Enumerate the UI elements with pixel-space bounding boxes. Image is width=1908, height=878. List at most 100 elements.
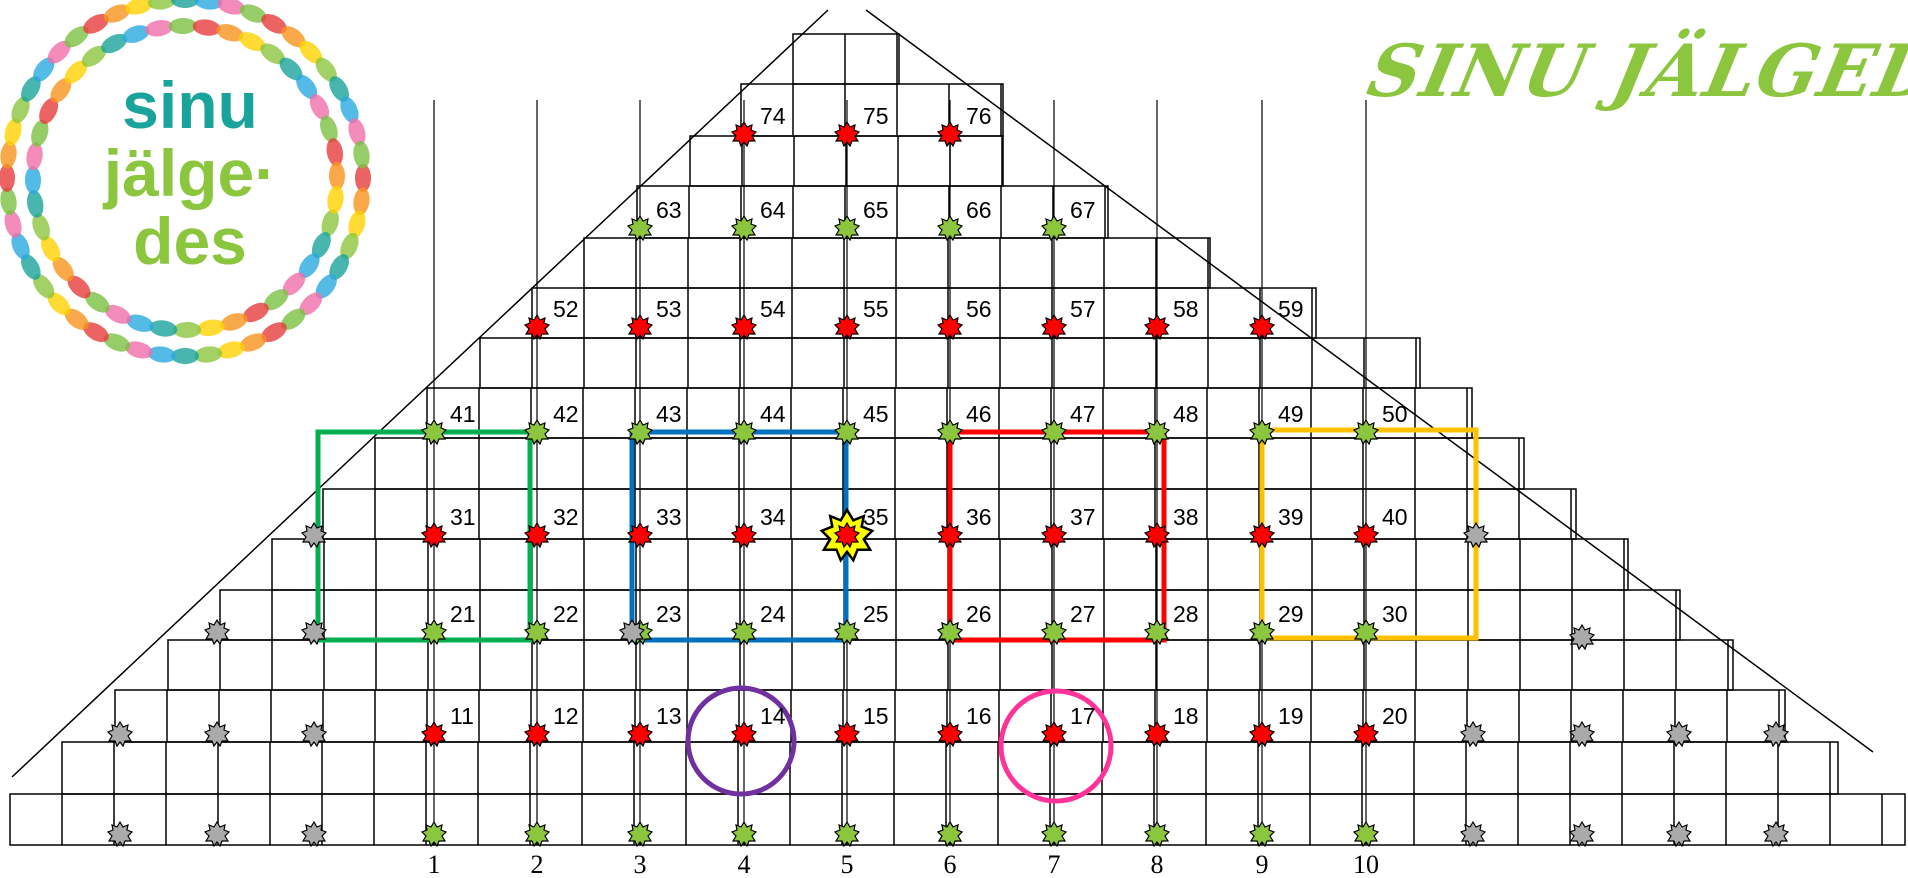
column-label-1: 1 [428, 850, 441, 878]
marker-label-66: 66 [966, 197, 992, 223]
marker-label-29: 29 [1278, 601, 1304, 627]
grey-marker-18 [1570, 625, 1594, 649]
base-marker-2 [628, 822, 652, 846]
marker-label-49: 49 [1278, 401, 1304, 427]
marker-45 [835, 420, 859, 444]
column-label-3: 3 [634, 850, 647, 878]
marker-label-13: 13 [656, 703, 682, 729]
marker-label-16: 16 [966, 703, 992, 729]
marker-label-21: 21 [450, 601, 476, 627]
marker-label-30: 30 [1382, 601, 1408, 627]
marker-34 [732, 523, 756, 547]
marker-label-18: 18 [1173, 703, 1199, 729]
marker-label-47: 47 [1070, 401, 1096, 427]
base-marker-9 [1354, 822, 1378, 846]
marker-label-55: 55 [863, 296, 889, 322]
base-marker-3 [732, 822, 756, 846]
marker-label-28: 28 [1173, 601, 1199, 627]
column-lines [434, 100, 1366, 845]
marker-label-23: 23 [656, 601, 682, 627]
marker-label-46: 46 [966, 401, 992, 427]
marker-75 [835, 122, 859, 146]
marker-label-76: 76 [966, 103, 992, 129]
marker-label-39: 39 [1278, 504, 1304, 530]
marker-50 [1354, 420, 1378, 444]
marker-57 [1042, 315, 1066, 339]
marker-label-44: 44 [760, 401, 786, 427]
column-label-2: 2 [531, 850, 544, 878]
marker-label-33: 33 [656, 504, 682, 530]
marker-53 [628, 315, 652, 339]
marker-label-59: 59 [1278, 296, 1304, 322]
column-label-7: 7 [1048, 850, 1061, 878]
base-marker-4 [835, 822, 859, 846]
marker-label-42: 42 [553, 401, 579, 427]
marker-label-24: 24 [760, 601, 786, 627]
grey-marker-13 [1570, 822, 1594, 846]
grey-marker-17 [1764, 822, 1788, 846]
marker-label-19: 19 [1278, 703, 1304, 729]
marker-label-25: 25 [863, 601, 889, 627]
marker-74 [732, 122, 756, 146]
column-label-8: 8 [1151, 850, 1164, 878]
marker-label-11: 11 [450, 703, 474, 729]
column-labels: 1 2 3 4 5 6 7 8 9 10 [428, 850, 1380, 878]
marker-31 [422, 523, 446, 547]
marker-41 [422, 420, 446, 444]
marker-label-14: 14 [760, 703, 786, 729]
marker-label-63: 63 [656, 197, 682, 223]
marker-label-64: 64 [760, 197, 786, 223]
base-marker-7 [1145, 822, 1169, 846]
base-marker-1 [525, 822, 549, 846]
marker-44 [732, 420, 756, 444]
marker-label-22: 22 [553, 601, 579, 627]
logo: sinu jälge· des [0, 0, 400, 380]
grey-marker-1 [108, 822, 132, 846]
marker-63 [628, 216, 652, 240]
marker-56 [938, 315, 962, 339]
column-label-5: 5 [841, 850, 854, 878]
logo-blob [352, 140, 372, 170]
marker-label-67: 67 [1070, 197, 1096, 223]
green-frame [318, 432, 530, 640]
marker-58 [1145, 315, 1169, 339]
marker-label-56: 56 [966, 296, 992, 322]
marker-46 [938, 420, 962, 444]
marker-label-40: 40 [1382, 504, 1408, 530]
logo-text-jalge: jälge· [80, 140, 300, 206]
base-marker-10 [938, 822, 962, 846]
marker-label-75: 75 [863, 103, 889, 129]
marker-label-41: 41 [450, 401, 476, 427]
marker-label-57: 57 [1070, 296, 1096, 322]
column-label-4: 4 [738, 850, 751, 878]
marker-label-43: 43 [656, 401, 682, 427]
page-title: SINU JÄLGEDES [1361, 28, 1908, 113]
marker-49 [1250, 420, 1274, 444]
marker-label-26: 26 [966, 601, 992, 627]
marker-label-31: 31 [450, 504, 476, 530]
marker-label-65: 65 [863, 197, 889, 223]
marker-label-74: 74 [760, 103, 786, 129]
marker-label-52: 52 [553, 296, 579, 322]
grey-marker-9 [302, 523, 326, 547]
grey-marker-11 [1461, 822, 1485, 846]
logo-blob [326, 185, 346, 215]
column-label-10: 10 [1353, 850, 1379, 878]
marker-label-38: 38 [1173, 504, 1199, 530]
marker-label-12: 12 [553, 703, 579, 729]
marker-label-58: 58 [1173, 296, 1199, 322]
base-marker-6 [1042, 822, 1066, 846]
marker-label-45: 45 [863, 401, 889, 427]
marker-59 [1250, 315, 1274, 339]
marker-55 [835, 315, 859, 339]
marker-label-50: 50 [1382, 401, 1408, 427]
grey-marker-3 [205, 822, 229, 846]
logo-blob [25, 166, 41, 194]
column-label-6: 6 [944, 850, 957, 878]
column-label-9: 9 [1256, 850, 1269, 878]
marker-label-37: 37 [1070, 504, 1096, 530]
logo-blob [329, 162, 345, 190]
marker-65 [835, 216, 859, 240]
marker-52 [525, 315, 549, 339]
marker-54 [732, 315, 756, 339]
